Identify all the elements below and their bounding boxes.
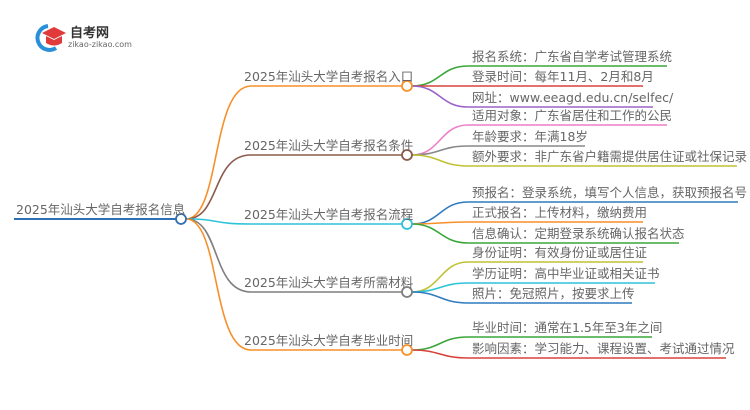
branch-node-label[interactable]: 2025年汕头大学自考毕业时间	[244, 333, 414, 348]
branch-connector	[185, 85, 402, 220]
leaf-connector	[411, 291, 632, 304]
branch-node-label[interactable]: 2025年汕头大学自考报名流程	[244, 207, 414, 222]
branch-node-circle[interactable]	[401, 344, 413, 356]
leaf-node-label[interactable]: 信息确认：定期登录系统确认报名状态	[472, 226, 685, 241]
leaf-connector	[411, 336, 652, 351]
leaf-node-label[interactable]: 学历证明：高中毕业证或相关证书	[472, 266, 660, 281]
leaf-node-label[interactable]: 网址：www.eeagd.edu.cn/selfec/	[472, 90, 674, 105]
leaf-connector	[411, 223, 679, 244]
graduation-cap-icon	[35, 24, 66, 52]
branch-node-circle[interactable]	[401, 149, 413, 161]
branch-connector	[185, 154, 402, 220]
leaf-node-label[interactable]: 适用对象：广东省居住和工作的公民	[472, 108, 673, 123]
leaf-node-label[interactable]: 毕业时间：通常在1.5年至3年之间	[472, 320, 663, 335]
branch-node-circle[interactable]	[401, 286, 413, 298]
root-node-label[interactable]: 2025年汕头大学自考报名信息	[16, 202, 186, 217]
branch-connector	[185, 218, 402, 293]
leaf-connector	[411, 349, 726, 359]
leaf-node-label[interactable]: 身份证明：有效身份证或居住证	[472, 245, 648, 260]
branch-connector	[185, 218, 402, 225]
leaf-node-label[interactable]: 影响因素：学习能力、课程设置、考试通过情况	[472, 341, 735, 356]
leaf-connector	[411, 85, 653, 108]
leaf-node-label[interactable]: 照片：免冠照片，按要求上传	[472, 286, 635, 301]
branch-node-label[interactable]: 2025年汕头大学自考报名条件	[244, 138, 414, 153]
leaf-node-label[interactable]: 报名系统：广东省自学考试管理系统	[472, 49, 673, 64]
branch-node-label[interactable]: 2025年汕头大学自考报名入口	[244, 69, 414, 84]
leaf-node-label[interactable]: 正式报名：上传材料，缴纳费用	[472, 205, 648, 220]
leaf-connector	[411, 154, 737, 167]
branch-node-circle[interactable]	[401, 80, 413, 92]
leaf-node-label[interactable]: 额外要求：非广东省户籍需提供居住证或社保记录	[472, 149, 748, 164]
leaf-connector	[411, 221, 643, 225]
branch-node-label[interactable]: 2025年汕头大学自考所需材料	[244, 275, 414, 290]
logo-name: 自考网	[70, 26, 110, 41]
logo: 自考网 zikao-zikao.com	[34, 22, 144, 52]
root-node-circle[interactable]	[175, 213, 187, 225]
logo-url: zikao-zikao.com	[68, 40, 132, 49]
branch-node-circle[interactable]	[401, 218, 413, 230]
leaf-node-label[interactable]: 登录时间：每年11月、2月和8月	[472, 69, 654, 84]
leaf-node-label[interactable]: 年龄要求：年满18岁	[472, 129, 588, 144]
leaf-node-label[interactable]: 预报名：登录系统，填写个人信息，获取预报名号	[472, 185, 748, 200]
branch-connector	[185, 218, 402, 351]
